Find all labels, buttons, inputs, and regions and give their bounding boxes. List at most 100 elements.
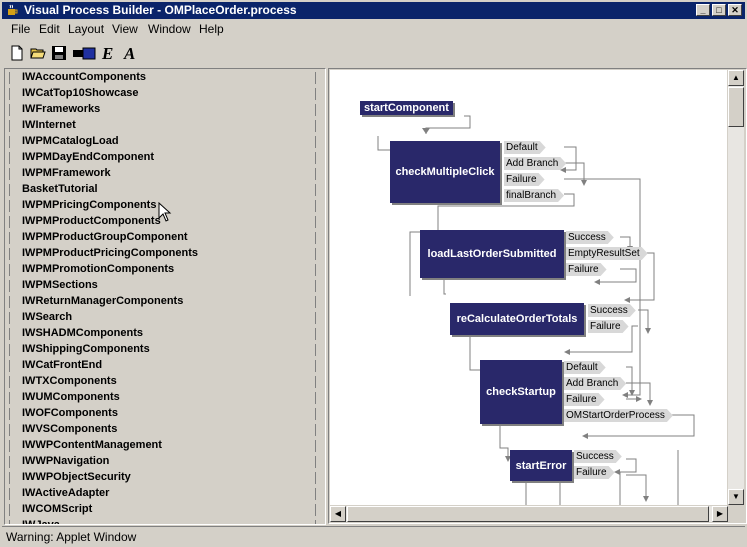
component-list-item[interactable]: IWPMPromotionComponents [7, 262, 321, 277]
component-list-item[interactable]: IWWPObjectSecurity [7, 470, 321, 485]
component-list-item[interactable]: IWFrameworks [7, 102, 321, 117]
list-item-divider [315, 72, 316, 84]
component-list-label: IWFrameworks [22, 103, 101, 115]
component-list-item[interactable]: IWCatTop10Showcase [7, 86, 321, 101]
port-success[interactable]: Success [588, 304, 636, 317]
port-add-branch[interactable]: Add Branch [504, 157, 566, 170]
port-empty-result-set[interactable]: EmptyResultSet [566, 247, 648, 260]
list-item-divider [315, 104, 316, 116]
component-list-item[interactable]: IWOFComponents [7, 406, 321, 421]
node-load-last-order-submitted[interactable]: loadLastOrderSubmitted [420, 230, 564, 278]
list-item-divider [9, 424, 10, 436]
menu-view[interactable]: View [112, 22, 138, 36]
component-list-item[interactable]: IWWPNavigation [7, 454, 321, 469]
process-canvas[interactable]: startComponent checkMultipleClick Defaul… [330, 70, 727, 505]
close-button[interactable]: ✕ [728, 4, 742, 16]
component-list-item[interactable]: IWPMFramework [7, 166, 321, 181]
port-final-branch[interactable]: finalBranch [504, 189, 564, 202]
component-list-label: IWAccountComponents [22, 71, 147, 83]
component-list-item[interactable]: IWPMSections [7, 278, 321, 293]
minimize-button[interactable]: _ [696, 4, 710, 16]
list-item-divider [315, 312, 316, 324]
component-list-item[interactable]: IWTXComponents [7, 374, 321, 389]
component-list-item[interactable]: IWAccountComponents [7, 70, 321, 85]
horizontal-scrollbar[interactable]: ◀ ▶ [330, 506, 728, 522]
port-failure[interactable]: Failure [588, 320, 629, 333]
component-list-item[interactable]: IWSHADMComponents [7, 326, 321, 341]
component-list-item[interactable]: IWUMComponents [7, 390, 321, 405]
connector-lines [377, 115, 695, 505]
port-failure[interactable]: Failure [574, 466, 615, 479]
component-list-item[interactable]: IWVSComponents [7, 422, 321, 437]
save-disk-icon[interactable] [50, 44, 68, 62]
component-list-label: IWActiveAdapter [22, 487, 110, 499]
open-folder-icon[interactable] [29, 44, 47, 62]
component-list-item[interactable]: IWPMDayEndComponent [7, 150, 321, 165]
vertical-scrollbar[interactable]: ▲ ▼ [728, 70, 744, 505]
component-list-item[interactable]: IWPMProductPricingComponents [7, 246, 321, 261]
port-success[interactable]: Success [566, 231, 614, 244]
node-check-multiple-click[interactable]: checkMultipleClick [390, 141, 500, 203]
component-list-label: IWWPObjectSecurity [22, 471, 131, 483]
list-item-divider [9, 232, 10, 244]
component-list-label: IWOFComponents [22, 407, 118, 419]
port-failure[interactable]: Failure [504, 173, 545, 186]
menu-edit[interactable]: Edit [39, 22, 60, 36]
new-file-icon[interactable] [8, 44, 26, 62]
list-item-divider [315, 88, 316, 100]
list-item-divider [315, 360, 316, 372]
component-list-item[interactable]: IWInternet [7, 118, 321, 133]
node-recalculate-order-totals[interactable]: reCalculateOrderTotals [450, 303, 584, 335]
node-start-error[interactable]: startError [510, 450, 572, 481]
start-component-node[interactable]: startComponent [360, 101, 453, 115]
component-list-item[interactable]: IWActiveAdapter [7, 486, 321, 501]
component-list-item[interactable]: IWJava [7, 518, 321, 525]
list-item-divider [315, 136, 316, 148]
node-check-startup[interactable]: checkStartup [480, 360, 562, 424]
port-om-start-order-process[interactable]: OMStartOrderProcess [564, 409, 673, 422]
component-list-item[interactable]: IWWPContentManagement [7, 438, 321, 453]
italic-a-icon[interactable]: A [122, 44, 140, 62]
menu-help[interactable]: Help [199, 22, 224, 36]
list-item-divider [9, 104, 10, 116]
list-item-divider [315, 504, 316, 516]
run-icon[interactable] [71, 44, 97, 62]
port-default[interactable]: Default [504, 141, 546, 154]
component-list-item[interactable]: IWPMProductGroupComponent [7, 230, 321, 245]
italic-e-icon[interactable]: E [100, 44, 118, 62]
list-item-divider [9, 328, 10, 340]
list-item-divider [315, 376, 316, 388]
menu-window[interactable]: Window [148, 22, 191, 36]
component-list-item[interactable]: IWSearch [7, 310, 321, 325]
component-list-item[interactable]: IWShippingComponents [7, 342, 321, 357]
menu-layout[interactable]: Layout [68, 22, 105, 36]
menu-file[interactable]: File [11, 22, 31, 36]
scroll-right-button[interactable]: ▶ [712, 506, 728, 522]
scroll-up-button[interactable]: ▲ [728, 70, 744, 86]
component-list-label: IWWPContentManagement [22, 439, 162, 451]
component-list-item[interactable]: BasketTutorial [7, 182, 321, 197]
component-list-label: IWCatFrontEnd [22, 359, 103, 371]
component-list-item[interactable]: IWPMCatalogLoad [7, 134, 321, 149]
maximize-button[interactable]: □ [712, 4, 726, 16]
scroll-left-button[interactable]: ◀ [330, 506, 346, 522]
port-success[interactable]: Success [574, 450, 622, 463]
component-list-item[interactable]: IWPMPricingComponents [7, 198, 321, 213]
list-item-divider [9, 248, 10, 260]
component-list-item[interactable]: IWPMProductComponents [7, 214, 321, 229]
port-default[interactable]: Default [564, 361, 606, 374]
scroll-down-button[interactable]: ▼ [728, 489, 744, 505]
component-list-item[interactable]: IWReturnManagerComponents [7, 294, 321, 309]
component-list-label: IWJava [22, 519, 60, 525]
list-item-divider [9, 520, 10, 524]
vertical-scroll-thumb[interactable] [728, 87, 744, 127]
component-list-item[interactable]: IWCatFrontEnd [7, 358, 321, 373]
port-failure[interactable]: Failure [566, 263, 607, 276]
component-list-label: IWPMFramework [22, 167, 111, 179]
horizontal-scroll-thumb[interactable] [347, 506, 709, 522]
component-list-item[interactable]: IWCOMScript [7, 502, 321, 517]
port-add-branch[interactable]: Add Branch [564, 377, 626, 390]
port-failure[interactable]: Failure [564, 393, 605, 406]
svg-text:E: E [101, 44, 113, 62]
